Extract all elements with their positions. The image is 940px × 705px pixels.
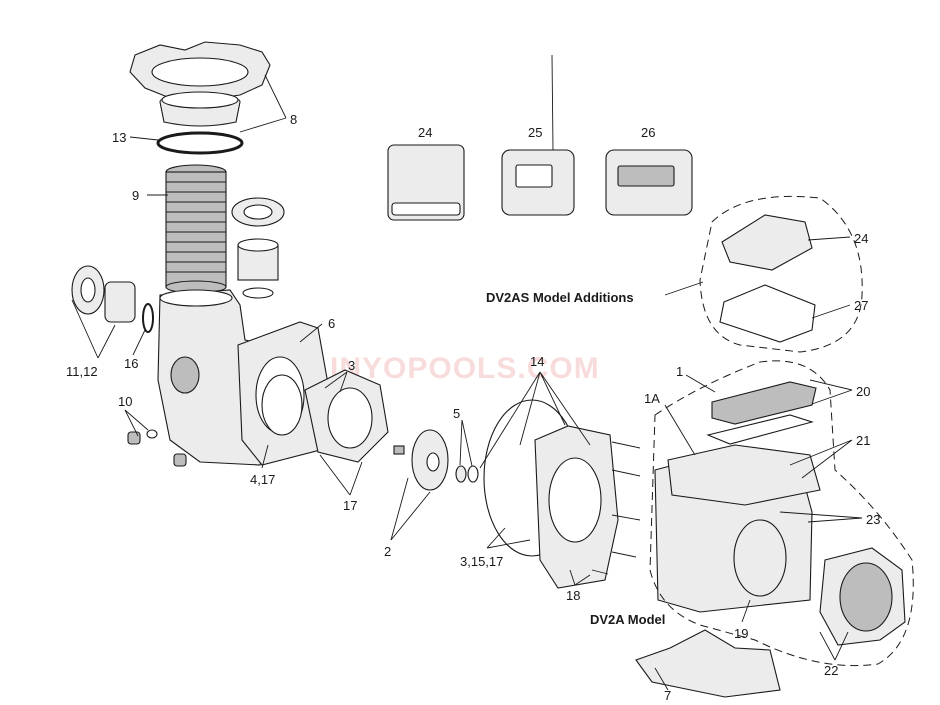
- callout-14: 14: [530, 354, 544, 369]
- callout-20: 20: [856, 384, 870, 399]
- callout-5: 5: [453, 406, 460, 421]
- diffuser: [304, 369, 389, 463]
- callout-24-side: 24: [854, 231, 868, 246]
- union-nut-side: [71, 265, 105, 315]
- callout-9: 9: [132, 188, 139, 203]
- drain-plugs: [127, 429, 187, 467]
- adapter-bolts: [591, 441, 641, 575]
- callout-1: 1: [676, 364, 683, 379]
- union-nut-top: [231, 197, 285, 227]
- seal-plate-o-ring: [261, 374, 303, 436]
- watermark-text: INYOPOOLS.COM: [330, 352, 600, 385]
- callout-13: 13: [112, 130, 126, 145]
- callout-23: 23: [866, 512, 880, 527]
- callout-16: 16: [124, 356, 138, 371]
- callout-25: 25: [528, 125, 542, 140]
- fan-cover: [819, 547, 906, 646]
- callout-1a: 1A: [644, 391, 660, 406]
- control-box-cover: [711, 381, 817, 425]
- callout-8: 8: [290, 112, 297, 127]
- leader-lines: [71, 74, 863, 691]
- callout-4-17: 4,17: [250, 472, 275, 487]
- dv2a-boundary: [649, 360, 914, 667]
- lid-o-ring: [156, 131, 244, 155]
- strainer-lid: [159, 91, 241, 127]
- motor-base: [635, 629, 781, 698]
- dv2a-caption: DV2A Model: [590, 612, 665, 627]
- control-gasket: [706, 414, 814, 445]
- wireless-receiver: [501, 54, 575, 216]
- impeller: [393, 429, 449, 491]
- union-o-ring-top: [242, 287, 274, 299]
- callout-2: 2: [384, 544, 391, 559]
- callout-3-15-17: 3,15,17: [460, 554, 503, 569]
- lid-lock-ring: [129, 41, 271, 101]
- dv2as-detail: [699, 195, 863, 353]
- callout-18: 18: [566, 588, 580, 603]
- callout-26: 26: [641, 125, 655, 140]
- callout-24-top: 24: [418, 125, 432, 140]
- callout-19: 19: [734, 626, 748, 641]
- callout-7: 7: [664, 688, 671, 703]
- union-tailpiece-side: [104, 281, 136, 323]
- callout-17: 17: [343, 498, 357, 513]
- mechanical-seal: [455, 465, 479, 483]
- callout-10: 10: [118, 394, 132, 409]
- callout-21: 21: [856, 433, 870, 448]
- dv2as-caption: DV2AS Model Additions: [486, 290, 634, 305]
- callout-6: 6: [328, 316, 335, 331]
- keypad-controller: [605, 149, 693, 216]
- union-tailpiece-top: [237, 238, 279, 281]
- callout-3: 3: [348, 358, 355, 373]
- motor-body: [654, 444, 821, 613]
- motor-adapter: [534, 425, 619, 589]
- wall-controller: [387, 144, 465, 221]
- union-o-ring-side: [142, 303, 154, 333]
- strainer-basket: [165, 164, 227, 294]
- callout-11-12: 11,12: [66, 364, 98, 379]
- callout-22: 22: [824, 663, 838, 678]
- motor-fan: [733, 519, 787, 597]
- callout-27: 27: [854, 298, 868, 313]
